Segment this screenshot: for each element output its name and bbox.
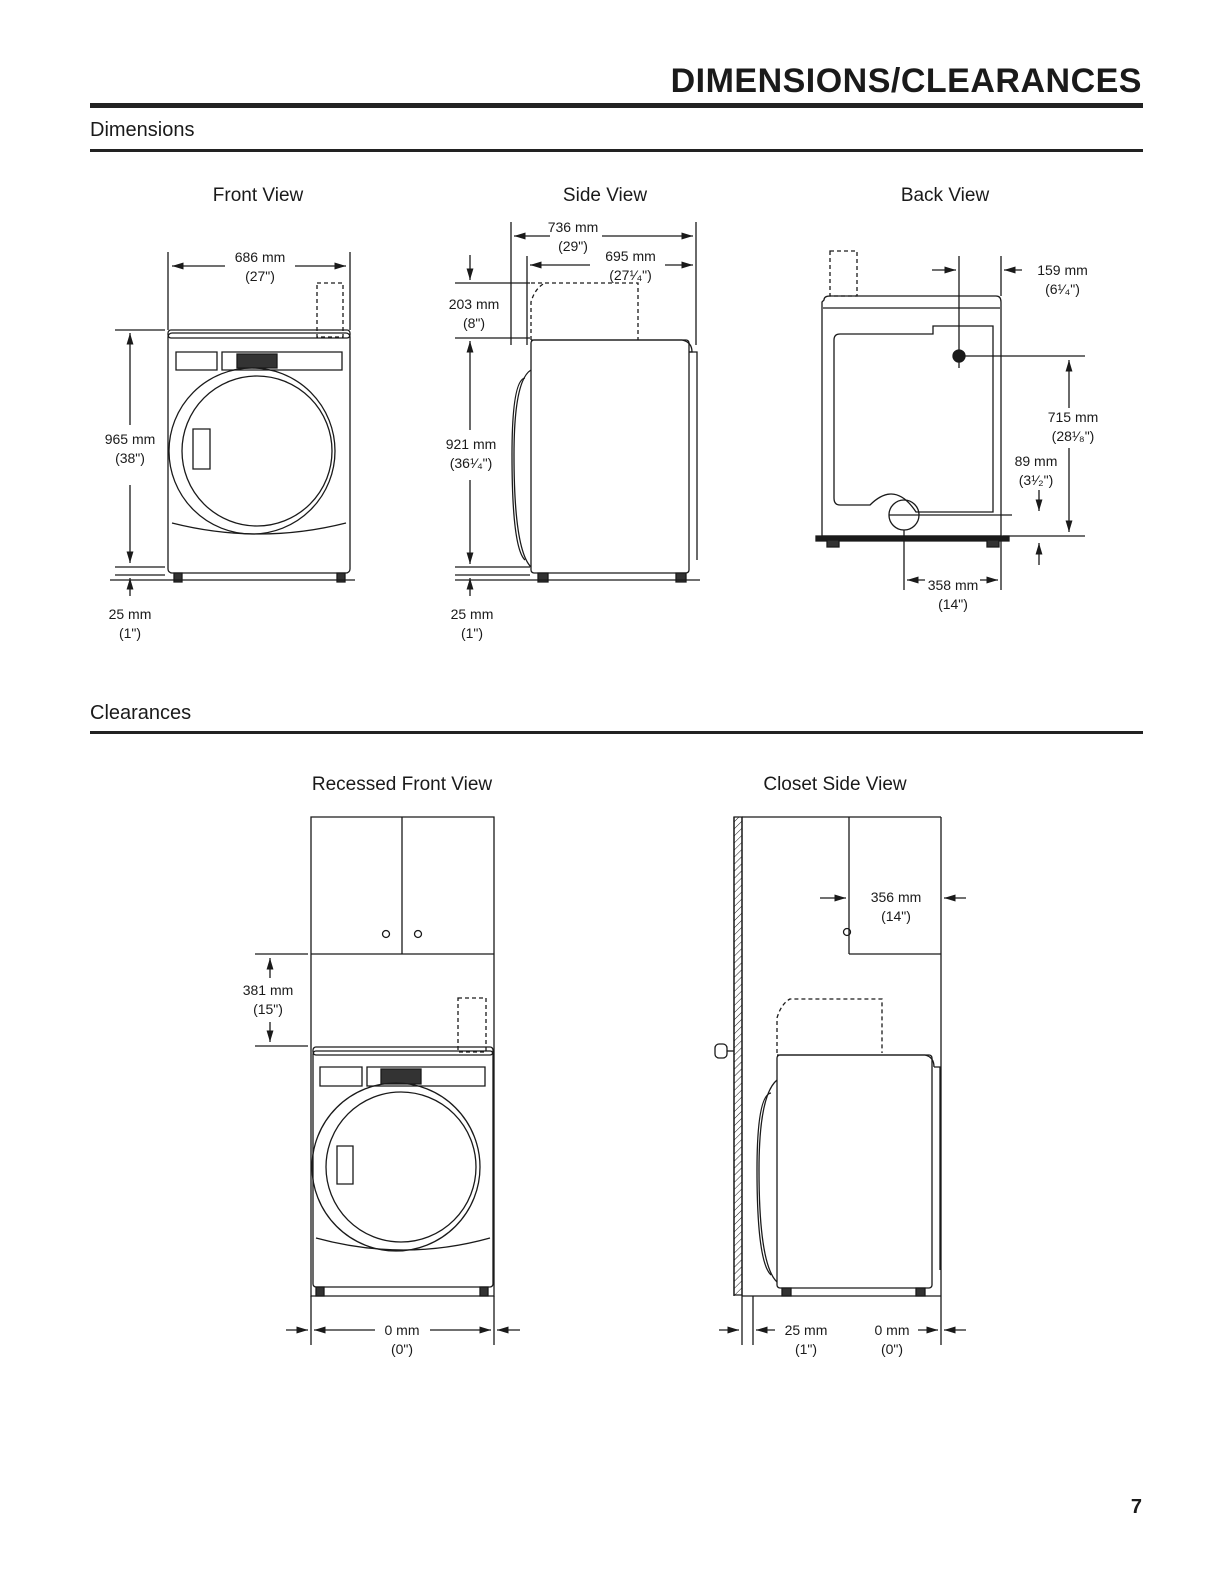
section-title-clearances: Clearances [90, 702, 192, 724]
recessed-top-in: (15") [253, 1001, 283, 1017]
back-view-drawing [816, 251, 1085, 590]
side-height-in: (36¹⁄₄") [449, 455, 493, 471]
side-foot-mm: 25 mm [450, 606, 494, 622]
back-gas-height-label: 89 mm (3¹⁄₂") [1004, 452, 1068, 490]
closet-front-in: (0") [880, 1341, 904, 1357]
back-gas-side-label: 358 mm (14") [920, 576, 986, 614]
front-foot-mm: 25 mm [108, 606, 152, 622]
closet-front-mm: 0 mm [874, 1322, 910, 1338]
side-depth-total-label: 736 mm (29") [538, 218, 608, 256]
page-title: DIMENSIONS/CLEARANCES [670, 62, 1142, 100]
recessed-side-in: (0") [390, 1341, 414, 1357]
recessed-top-mm: 381 mm [242, 982, 294, 998]
side-view-drawing [455, 222, 700, 596]
recessed-side-mm: 0 mm [384, 1322, 420, 1338]
side-depth-body-mm: 695 mm [605, 248, 656, 264]
back-gas-height-in: (3¹⁄₂") [1018, 472, 1054, 488]
closet-side-drawing [715, 817, 966, 1345]
closet-side-view-label: Closet Side View [763, 774, 907, 795]
side-foot-in: (1") [460, 625, 484, 641]
recessed-side-label: 0 mm (0") [370, 1321, 434, 1359]
side-top-mm: 203 mm [448, 296, 500, 312]
back-vent-height-label: 715 mm (28¹⁄₈") [1033, 408, 1113, 446]
side-height-label: 921 mm (36¹⁄₄") [433, 435, 509, 473]
back-vent-side-in: (6¹⁄₄") [1045, 281, 1080, 297]
front-width-mm: 686 mm [234, 249, 286, 265]
front-width-in: (27") [245, 268, 275, 284]
front-foot-label: 25 mm (1") [95, 605, 165, 643]
back-vent-side-mm: 159 mm [1037, 262, 1088, 278]
side-top-label: 203 mm (8") [438, 295, 510, 333]
back-gas-side-in: (14") [938, 596, 968, 612]
front-view-drawing [110, 252, 355, 596]
header-rule [90, 103, 1143, 108]
side-height-mm: 921 mm [445, 436, 497, 452]
front-width-label: 686 mm (27") [222, 248, 298, 286]
side-foot-label: 25 mm (1") [437, 605, 507, 643]
front-height-label: 965 mm (38") [90, 430, 170, 468]
side-depth-body-label: 695 mm (27¹⁄₄") [593, 247, 668, 285]
side-top-in: (8") [462, 315, 486, 331]
back-vent-height-mm: 715 mm [1047, 409, 1099, 425]
recessed-top-label: 381 mm (15") [232, 981, 304, 1019]
front-height-in: (38") [115, 450, 145, 466]
back-gas-height-mm: 89 mm [1014, 453, 1058, 469]
recessed-front-drawing [255, 817, 520, 1345]
front-height-mm: 965 mm [104, 431, 156, 447]
back-vent-height-in: (28¹⁄₈") [1051, 428, 1095, 444]
front-foot-in: (1") [118, 625, 142, 641]
side-depth-total-mm: 736 mm [547, 219, 599, 235]
back-view-label: Back View [900, 185, 990, 206]
front-view-label: Front View [212, 185, 304, 206]
side-depth-total-in: (29") [558, 238, 588, 254]
page-number: 7 [1130, 1496, 1142, 1518]
back-vent-side-label: 159 mm (6¹⁄₄") [1025, 261, 1100, 299]
closet-cabinet-in: (14") [881, 908, 911, 924]
closet-front-label: 0 mm (0") [862, 1321, 922, 1359]
section-title-dimensions: Dimensions [90, 119, 195, 141]
side-depth-body-in: (27¹⁄₄") [609, 267, 652, 283]
back-gas-side-mm: 358 mm [927, 577, 979, 593]
closet-cabinet-mm: 356 mm [870, 889, 922, 905]
section-rule-clearances [90, 731, 1143, 734]
closet-rear-in: (1") [794, 1341, 818, 1357]
closet-rear-mm: 25 mm [784, 1322, 828, 1338]
side-view-label: Side View [562, 185, 648, 206]
section-rule-dimensions [90, 149, 1143, 152]
closet-cabinet-label: 356 mm (14") [858, 888, 934, 926]
recessed-front-view-label: Recessed Front View [311, 774, 493, 795]
closet-rear-label: 25 mm (1") [774, 1321, 838, 1359]
